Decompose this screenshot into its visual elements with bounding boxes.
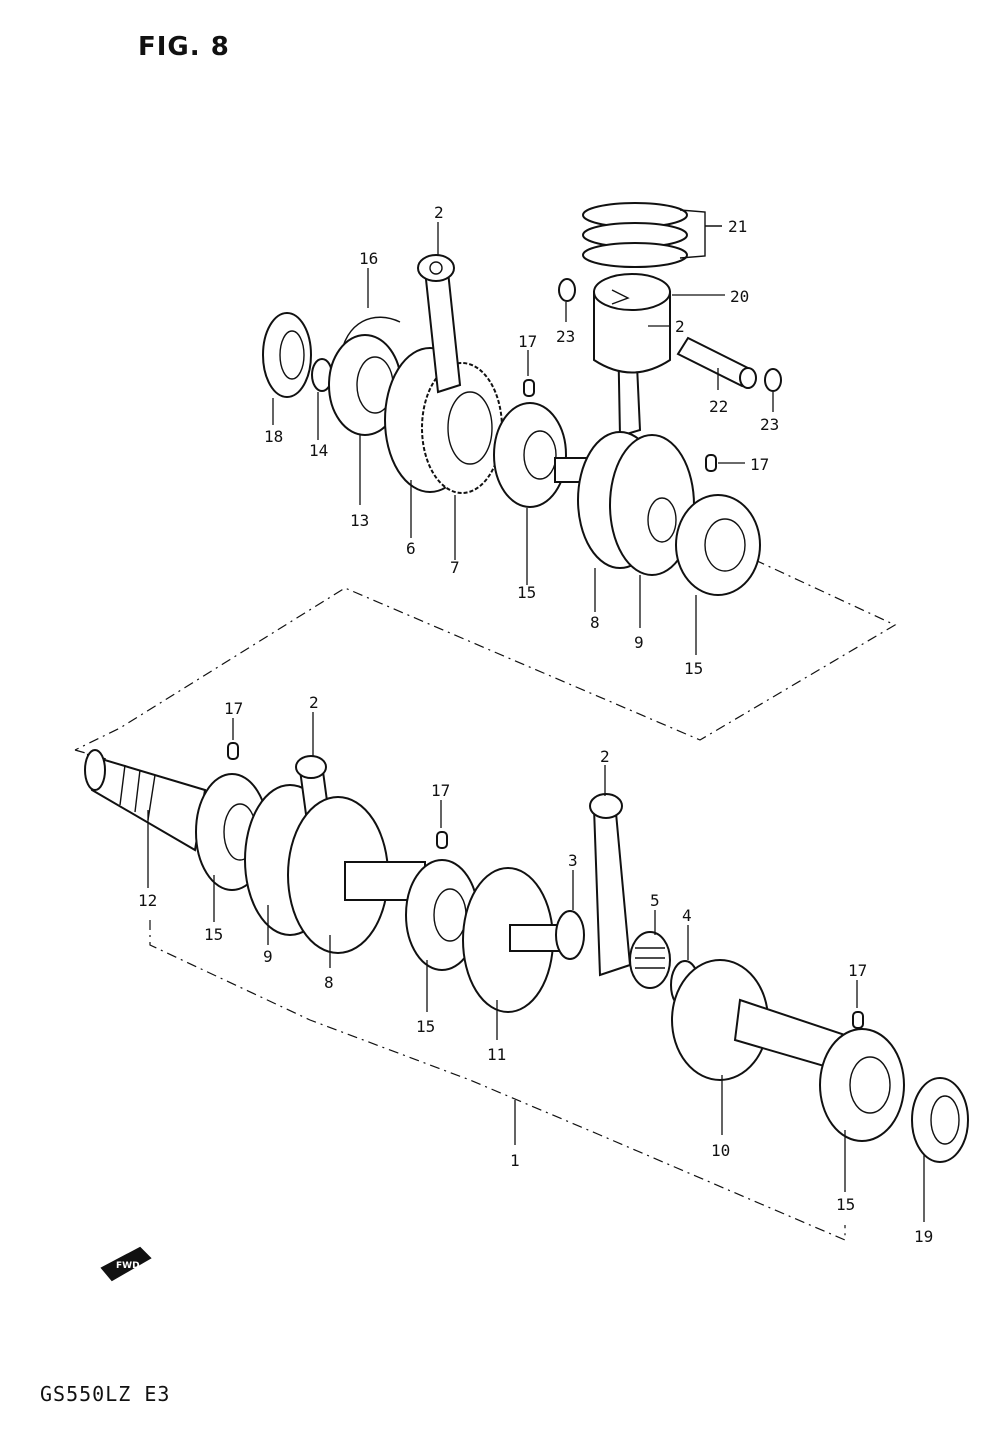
callout-15: 15 (684, 659, 703, 678)
dowel-17-lower-mid (436, 831, 448, 849)
piston-rings-21 (582, 202, 688, 268)
callout-15: 15 (416, 1017, 435, 1036)
callout-11: 11 (487, 1045, 506, 1064)
callout-5: 5 (650, 891, 660, 910)
callout-3: 3 (568, 851, 578, 870)
callout-17: 17 (431, 781, 450, 800)
connecting-rod-lower-right (589, 793, 632, 977)
callout-23: 23 (760, 415, 779, 434)
callout-12: 12 (138, 891, 157, 910)
circlip-23-left (558, 278, 576, 302)
callout-20: 20 (730, 287, 749, 306)
callout-8: 8 (590, 613, 600, 632)
front-direction-arrow-icon: FWD (100, 1246, 152, 1282)
callout-2: 2 (675, 317, 685, 336)
callout-2: 2 (600, 747, 610, 766)
callout-6: 6 (406, 539, 416, 558)
callout-10: 10 (711, 1141, 730, 1160)
callout-22: 22 (709, 397, 728, 416)
callout-18: 18 (264, 427, 283, 446)
callout-13: 13 (350, 511, 369, 530)
callout-17: 17 (750, 455, 769, 474)
callout-16: 16 (359, 249, 378, 268)
callout-15: 15 (204, 925, 223, 944)
callout-15: 15 (836, 1195, 855, 1214)
lower-group-frame (149, 920, 846, 1241)
callout-1: 1 (510, 1151, 520, 1170)
callout-17: 17 (224, 699, 243, 718)
model-code: GS550LZ E3 (40, 1382, 171, 1406)
oil-seal-19 (911, 1077, 969, 1163)
callout-15: 15 (517, 583, 536, 602)
callout-4: 4 (682, 906, 692, 925)
callout-labels: 2 16 17 18 14 13 6 7 15 8 9 15 17 2 20 2… (138, 203, 933, 1246)
callout-9: 9 (634, 633, 644, 652)
upper-group-frame (74, 559, 897, 751)
piston-pin-22 (676, 336, 757, 389)
front-marker-text: FWD (116, 1261, 140, 1271)
callout-7: 7 (450, 558, 460, 577)
piston-20 (593, 273, 671, 374)
callout-2: 2 (434, 203, 444, 222)
callout-17: 17 (518, 332, 537, 351)
leaders-upper (272, 209, 774, 655)
crankshaft-end-12 (84, 749, 207, 852)
callout-2: 2 (309, 693, 319, 712)
dowel-17-lower-left (227, 742, 239, 760)
callout-17: 17 (848, 961, 867, 980)
bearing-15-right (675, 494, 761, 596)
oil-seal-18 (262, 312, 312, 398)
bearing-15-lower-right (819, 1028, 905, 1142)
callout-21: 21 (728, 217, 747, 236)
callout-14: 14 (309, 441, 328, 460)
dowel-17-right (705, 454, 717, 472)
thrust-washer-3 (555, 910, 585, 960)
needle-bearing-5 (629, 931, 671, 989)
callout-9: 9 (263, 947, 273, 966)
callout-8: 8 (324, 973, 334, 992)
callout-19: 19 (914, 1227, 933, 1246)
leaders-lower (147, 712, 925, 1222)
bearing-15-upper (493, 402, 567, 508)
gear-7 (421, 362, 503, 494)
connecting-rod-upper (417, 254, 462, 394)
callout-23: 23 (556, 327, 575, 346)
dowel-17-upper (523, 379, 535, 397)
dowel-17-lower-right (852, 1011, 864, 1029)
circlip-23-right (764, 368, 782, 392)
figure-title: FIG. 8 (138, 32, 230, 62)
